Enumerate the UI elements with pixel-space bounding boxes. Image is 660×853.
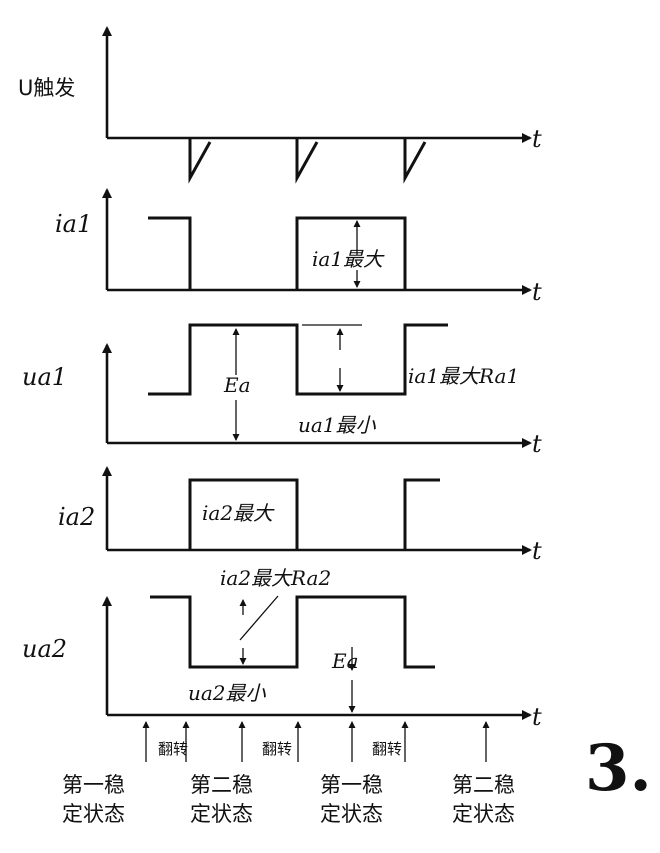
state-caption-line1: 第一稳	[62, 773, 125, 797]
ua2-amp-label: Ea	[331, 649, 359, 673]
ia2-peak-label: ia2最大	[202, 501, 275, 525]
ua1-drop-label: ia1最大Ra1	[408, 364, 519, 388]
ia2-label: ia2	[58, 503, 95, 531]
ia1-plot: t ia1 ia1最大	[55, 188, 542, 306]
trigger-t-label: t	[532, 125, 542, 153]
ua2-plot: ia2最大Ra2 t ua2 Ea ua2最小	[22, 566, 542, 731]
ia1-t-label: t	[532, 278, 542, 306]
state-arrows	[142, 721, 490, 762]
figure-number: 3.	[585, 731, 652, 806]
ua1-t-label: t	[532, 430, 542, 458]
trigger-pulse	[403, 138, 427, 184]
ua1-amp-label: Ea	[223, 373, 251, 397]
flip-label: 翻转	[158, 740, 188, 758]
ia2-waveform	[188, 478, 299, 550]
ua2-waveform	[150, 595, 435, 669]
ia2-t-label: t	[532, 537, 542, 565]
ia2-plot: t ia2 ia2最大	[58, 466, 542, 565]
trigger-pulse	[295, 138, 319, 184]
state-caption-line2: 定状态	[452, 802, 515, 826]
state-caption-line2: 定状态	[320, 802, 383, 826]
state-caption-line1: 第二稳	[190, 773, 253, 797]
flip-label: 翻转	[262, 740, 292, 758]
ia1-label: ia1	[55, 210, 92, 238]
ia1-waveform	[148, 216, 192, 290]
trigger-plot: t U触发	[18, 26, 542, 184]
state-caption-line1: 第一稳	[320, 773, 383, 797]
ia2-waveform	[403, 478, 440, 550]
ua2-drop-label: ia2最大Ra2	[220, 566, 331, 590]
ia1-peak-label: ia1最大	[312, 247, 385, 271]
ua1-waveform	[148, 323, 448, 396]
state-caption-line2: 定状态	[62, 802, 125, 826]
ua2-min-label: ua2最小	[188, 681, 267, 705]
ua1-min-label: ua1最小	[298, 413, 377, 437]
ia1-waveform	[295, 216, 407, 290]
ua2-label: ua2	[22, 635, 67, 663]
state-caption-line1: 第二稳	[452, 773, 515, 797]
state-captions: 第一稳 定状态 第二稳 定状态 第一稳 定状态 第二稳 定状态	[62, 773, 515, 826]
ua2-t-label: t	[532, 703, 542, 731]
ua1-plot: t ua1 Ea ia1最大Ra1 ua1最小	[22, 323, 542, 458]
trigger-pulse	[188, 138, 212, 184]
ua1-label: ua1	[22, 363, 67, 391]
flip-label: 翻转	[372, 740, 402, 758]
trigger-label: U触发	[18, 76, 75, 100]
ua2-drop-leader	[239, 595, 279, 641]
state-caption-line2: 定状态	[190, 802, 253, 826]
